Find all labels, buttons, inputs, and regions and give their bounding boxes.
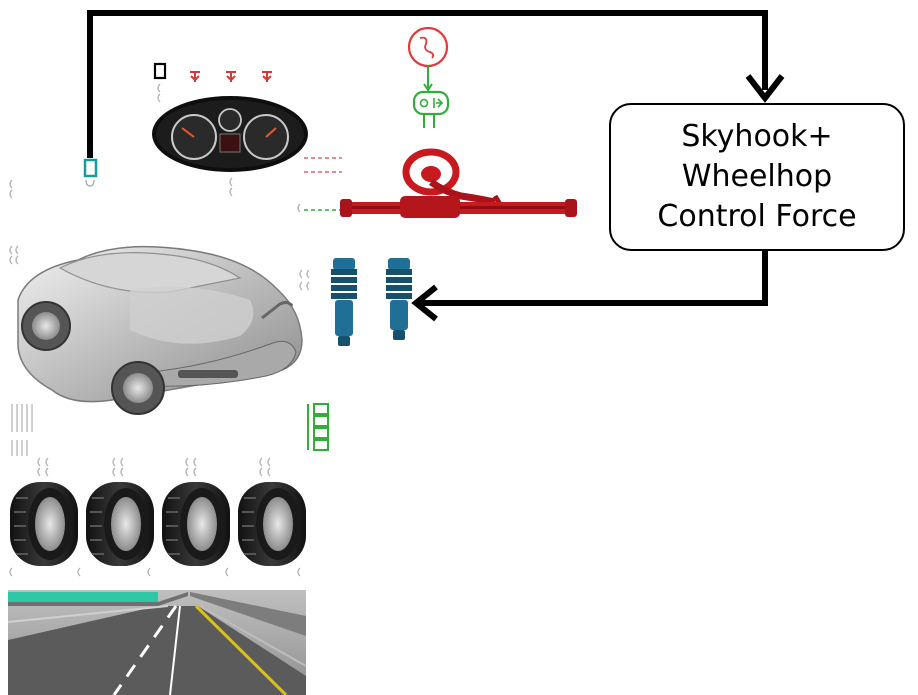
output-connectors <box>307 403 329 451</box>
steering-system <box>304 148 577 218</box>
road-scene <box>7 590 307 695</box>
sensor-icon <box>83 158 98 187</box>
port-markers <box>9 83 310 577</box>
driver-icon <box>407 26 449 92</box>
controller-label-line-1: Skyhook+ <box>681 119 833 154</box>
tire-icon <box>238 482 306 566</box>
tire-icon <box>10 482 78 566</box>
tire-set <box>10 482 306 566</box>
controller-label-line-3: Control Force <box>657 199 857 234</box>
controller-label-line-2: Wheelhop <box>681 159 833 194</box>
tire-icon <box>162 482 230 566</box>
damper-right <box>386 258 412 340</box>
control-output-arrow <box>411 251 768 322</box>
feedback-path-top <box>87 10 785 158</box>
tire-icon <box>86 482 154 566</box>
controller-block: Skyhook+ Wheelhop Control Force <box>609 103 905 251</box>
steering-actuator-icon <box>412 90 450 128</box>
suspension-dampers <box>331 258 412 346</box>
vehicle-body <box>17 245 303 415</box>
dashboard-cluster <box>152 62 308 172</box>
damper-left <box>331 258 357 346</box>
